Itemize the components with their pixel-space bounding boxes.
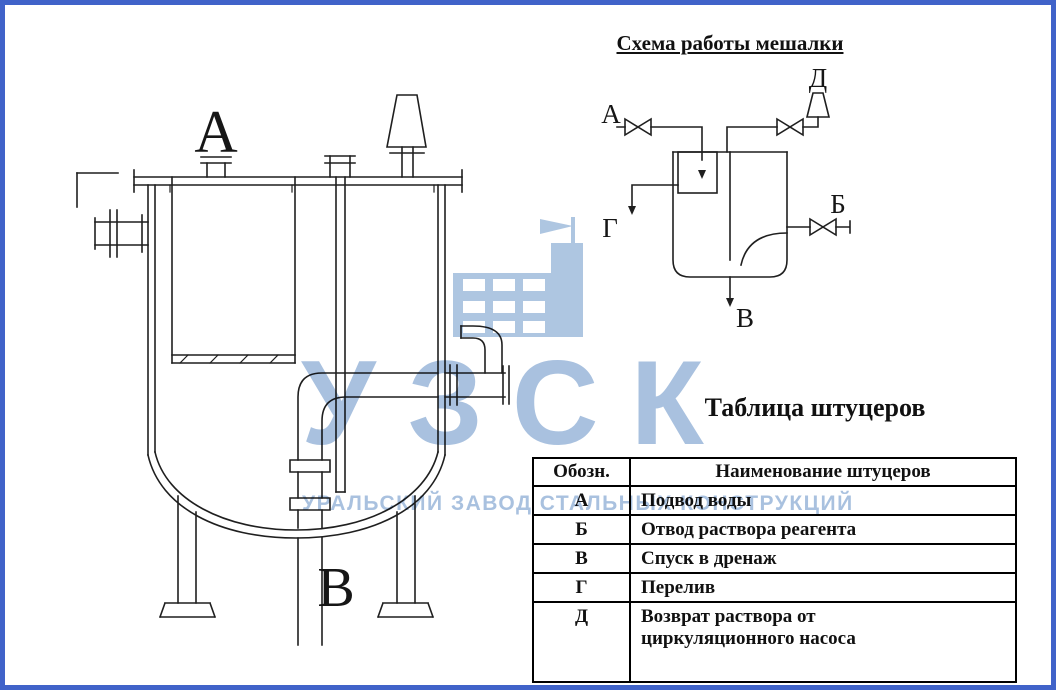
valve-a-icon — [624, 117, 652, 137]
nozzle-name: Отвод раствора реагента — [629, 514, 1017, 545]
bottom-drain-pipe — [297, 537, 323, 646]
schematic-label-b: Б — [830, 189, 846, 219]
flow-arrow-v — [726, 298, 734, 307]
schematic-label-v: В — [736, 303, 754, 333]
nozzle-name: Перелив — [629, 572, 1017, 603]
nozzle-code: В — [532, 543, 631, 574]
table-row: Г Перелив — [532, 572, 1017, 603]
level-bracket — [76, 172, 119, 208]
internal-elbow-pipe — [289, 372, 439, 529]
nozzle-code: Д — [532, 601, 631, 683]
dip-tube-nozzle — [324, 155, 356, 493]
table-row: Б Отвод раствора реагента — [532, 514, 1017, 545]
nozzle-label-a: А — [194, 99, 237, 165]
header-name: Наименование штуцеров — [629, 457, 1017, 487]
schematic-tank — [672, 151, 788, 278]
nozzle-name: Подвод воды — [629, 485, 1017, 516]
side-outlet-pipe — [444, 325, 510, 406]
cone-d-icon — [805, 92, 831, 118]
schematic-label-a: А — [601, 99, 621, 129]
nozzle-table-title: Таблица штуцеров — [704, 393, 926, 422]
nozzle-name: Возврат раствора от циркуляционного насо… — [629, 601, 1017, 683]
cone-nozzle-d — [386, 94, 427, 178]
schematic-title: Схема работы мешалки — [616, 31, 844, 55]
table-row: В Спуск в дренаж — [532, 543, 1017, 574]
table-header-row: Обозн. Наименование штуцеров — [532, 457, 1017, 487]
table-row: Д Возврат раствора от циркуляционного на… — [532, 601, 1017, 683]
valve-d-icon — [776, 117, 804, 137]
flow-arrow-g — [628, 206, 636, 215]
tank-drawing: А — [76, 94, 510, 646]
valve-b-icon — [809, 217, 837, 237]
mixer-schematic: А Д Г — [601, 65, 851, 333]
table-row: А Подвод воды — [532, 485, 1017, 516]
support-legs — [158, 495, 435, 619]
nozzle-table: Обозн. Наименование штуцеров А Подвод во… — [532, 457, 1017, 683]
side-nozzle-a — [94, 209, 149, 258]
nozzle-name: Спуск в дренаж — [629, 543, 1017, 574]
tank-lid — [133, 169, 463, 193]
schematic-label-d2: Д — [809, 65, 827, 93]
lid-nozzle-1 — [200, 156, 232, 178]
nozzle-label-v: В — [317, 557, 354, 619]
inner-chamber — [171, 176, 296, 364]
header-code: Обозн. — [532, 457, 631, 487]
flow-arrow-a — [698, 170, 706, 179]
nozzle-code: Б — [532, 514, 631, 545]
tank-shell — [147, 184, 446, 539]
schematic-label-g: Г — [602, 213, 618, 243]
nozzle-code: А — [532, 485, 631, 516]
nozzle-code: Г — [532, 572, 631, 603]
